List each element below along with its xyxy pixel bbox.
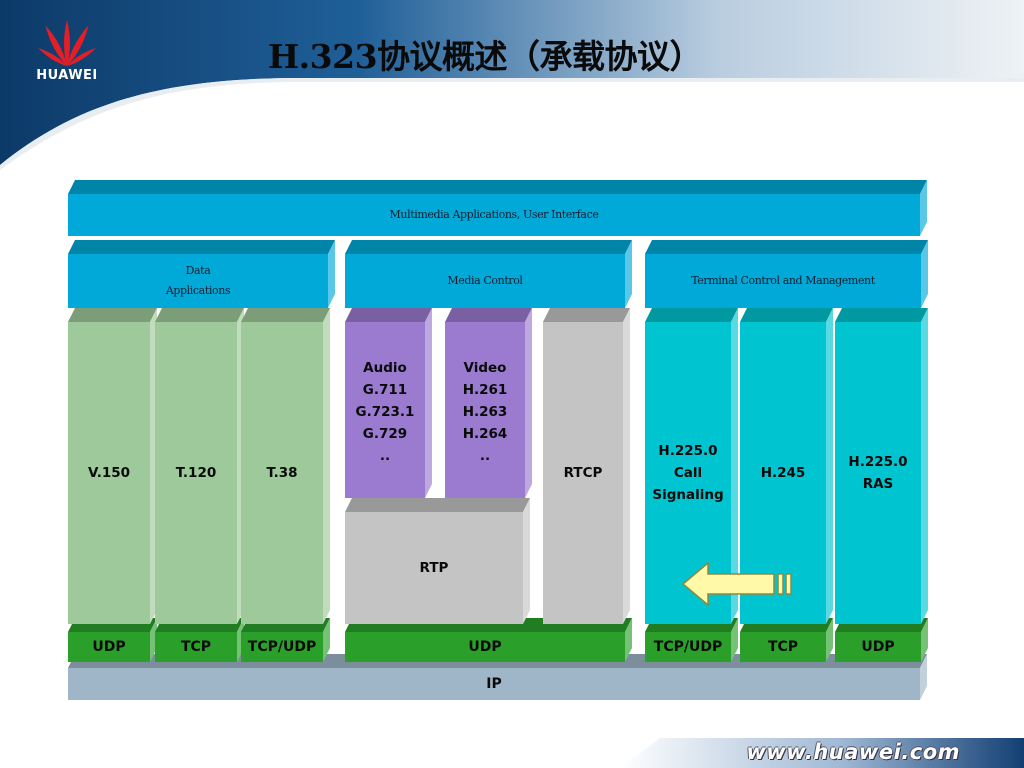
group-label-data: Data Applications <box>165 264 231 297</box>
stack-label-video: Video H.261 H.263 H.264 .. <box>462 360 508 464</box>
stack-t38 <box>241 308 330 624</box>
transport-h245-face <box>740 632 826 662</box>
stack-label-t120: T.120 <box>175 465 217 481</box>
transport-label-v150: UDP <box>92 639 126 655</box>
transport-v150-face <box>68 632 150 662</box>
group-media-face <box>345 254 625 308</box>
page-title: H.323协议概述（承载协议） <box>268 37 703 76</box>
transport-media-face <box>345 632 625 662</box>
stack-label-h2250-ras: H.225.0 RAS <box>848 454 908 492</box>
stack-video <box>445 308 532 498</box>
stack-video-face <box>445 322 525 498</box>
stack-rtp <box>345 498 530 624</box>
stack-h245-side <box>826 308 833 624</box>
transport-h245-side <box>826 618 833 662</box>
group-control-top <box>645 240 928 254</box>
stack-rtp-face <box>345 512 523 624</box>
stack-label-rtcp: RTCP <box>563 465 603 481</box>
group-label-media: Media Control <box>447 274 523 287</box>
transport-label-t120: TCP <box>180 639 212 655</box>
group-media-side <box>625 240 632 308</box>
transport-h2250-ras-face <box>835 632 921 662</box>
stack-rtcp <box>543 308 630 624</box>
group-media-top <box>345 240 632 254</box>
application-layer-top <box>68 180 927 194</box>
stack-label-rtp: RTP <box>419 560 449 576</box>
transport-label-media: UDP <box>468 639 502 655</box>
stack-label-h245: H.245 <box>760 465 806 481</box>
stack-label-h2250-call: H.225.0 Call Signaling <box>652 443 724 503</box>
transport-media-side <box>625 618 632 662</box>
group-label-control: Terminal Control and Management <box>691 274 875 287</box>
footer-url: www.huawei.com <box>746 740 960 764</box>
stack-h2250-ras-face <box>835 322 921 624</box>
transport-label-t38: TCP/UDP <box>247 639 317 655</box>
stack-audio-top <box>345 308 432 322</box>
stack-h2250-ras-side <box>921 308 928 624</box>
transport-h2250-ras-side <box>921 618 928 662</box>
ip-layer-side <box>920 654 927 700</box>
stack-audio-side <box>425 308 432 498</box>
stack-h2250-ras <box>835 308 928 624</box>
stack-rtcp-side <box>623 308 630 624</box>
group-data-face <box>68 254 328 308</box>
stack-h245-top <box>740 308 833 322</box>
transport-label-h245: TCP <box>767 639 799 655</box>
stack-rtcp-top <box>543 308 630 322</box>
transport-v150 <box>68 618 157 662</box>
stack-audio-face <box>345 322 425 498</box>
group-data-top <box>68 240 335 254</box>
transport-h2250-call-face <box>645 632 731 662</box>
stack-h2250-ras-top <box>835 308 928 322</box>
header-band <box>0 0 1024 165</box>
stack-label-audio: Audio G.711 G.723.1 G.729 .. <box>355 360 415 464</box>
stack-h2250-call-side <box>731 308 738 624</box>
application-layer-label: Multimedia Applications, User Interface <box>389 208 599 221</box>
stack-video-top <box>445 308 532 322</box>
group-data-side <box>328 240 335 308</box>
group-data <box>68 240 335 308</box>
stack-t38-top <box>241 308 330 322</box>
transport-h2250-call-side <box>731 618 738 662</box>
stack-t120-face <box>155 322 237 624</box>
group-control-side <box>921 240 928 308</box>
group-media <box>345 240 632 308</box>
stack-h2250-call-top <box>645 308 738 322</box>
transport-t38-face <box>241 632 323 662</box>
stack-rtp-side <box>523 498 530 624</box>
logo-wordmark: HUAWEI <box>36 68 98 83</box>
stack-t38-face <box>241 322 323 624</box>
application-layer-face <box>68 194 920 236</box>
stack-t38-side <box>323 308 330 624</box>
ip-label: IP <box>486 676 502 692</box>
transport-label-h2250-call: TCP/UDP <box>653 639 723 655</box>
stack-v150 <box>68 308 157 624</box>
transport-t38-side <box>323 618 330 662</box>
application-layer-side <box>920 180 927 236</box>
group-control-face <box>645 254 921 308</box>
transport-label-h2250-ras: UDP <box>861 639 895 655</box>
huawei-logo-icon <box>38 20 96 66</box>
ip-layer-face <box>68 668 920 700</box>
stack-v150-face <box>68 322 150 624</box>
stack-t120-top <box>155 308 244 322</box>
stack-rtp-top <box>345 498 530 512</box>
transport-h2250-ras <box>835 618 928 662</box>
stack-label-v150: V.150 <box>87 465 131 481</box>
application-layer <box>68 180 927 236</box>
group-control <box>645 240 928 308</box>
stack-t120 <box>155 308 244 624</box>
transport-t120-face <box>155 632 237 662</box>
stack-rtcp-face <box>543 322 623 624</box>
stack-label-t38: T.38 <box>266 465 298 481</box>
stack-audio <box>345 308 432 498</box>
stack-video-side <box>525 308 532 498</box>
left-arrow-icon <box>681 561 792 607</box>
stack-v150-top <box>68 308 157 322</box>
footer-band <box>620 738 1024 768</box>
